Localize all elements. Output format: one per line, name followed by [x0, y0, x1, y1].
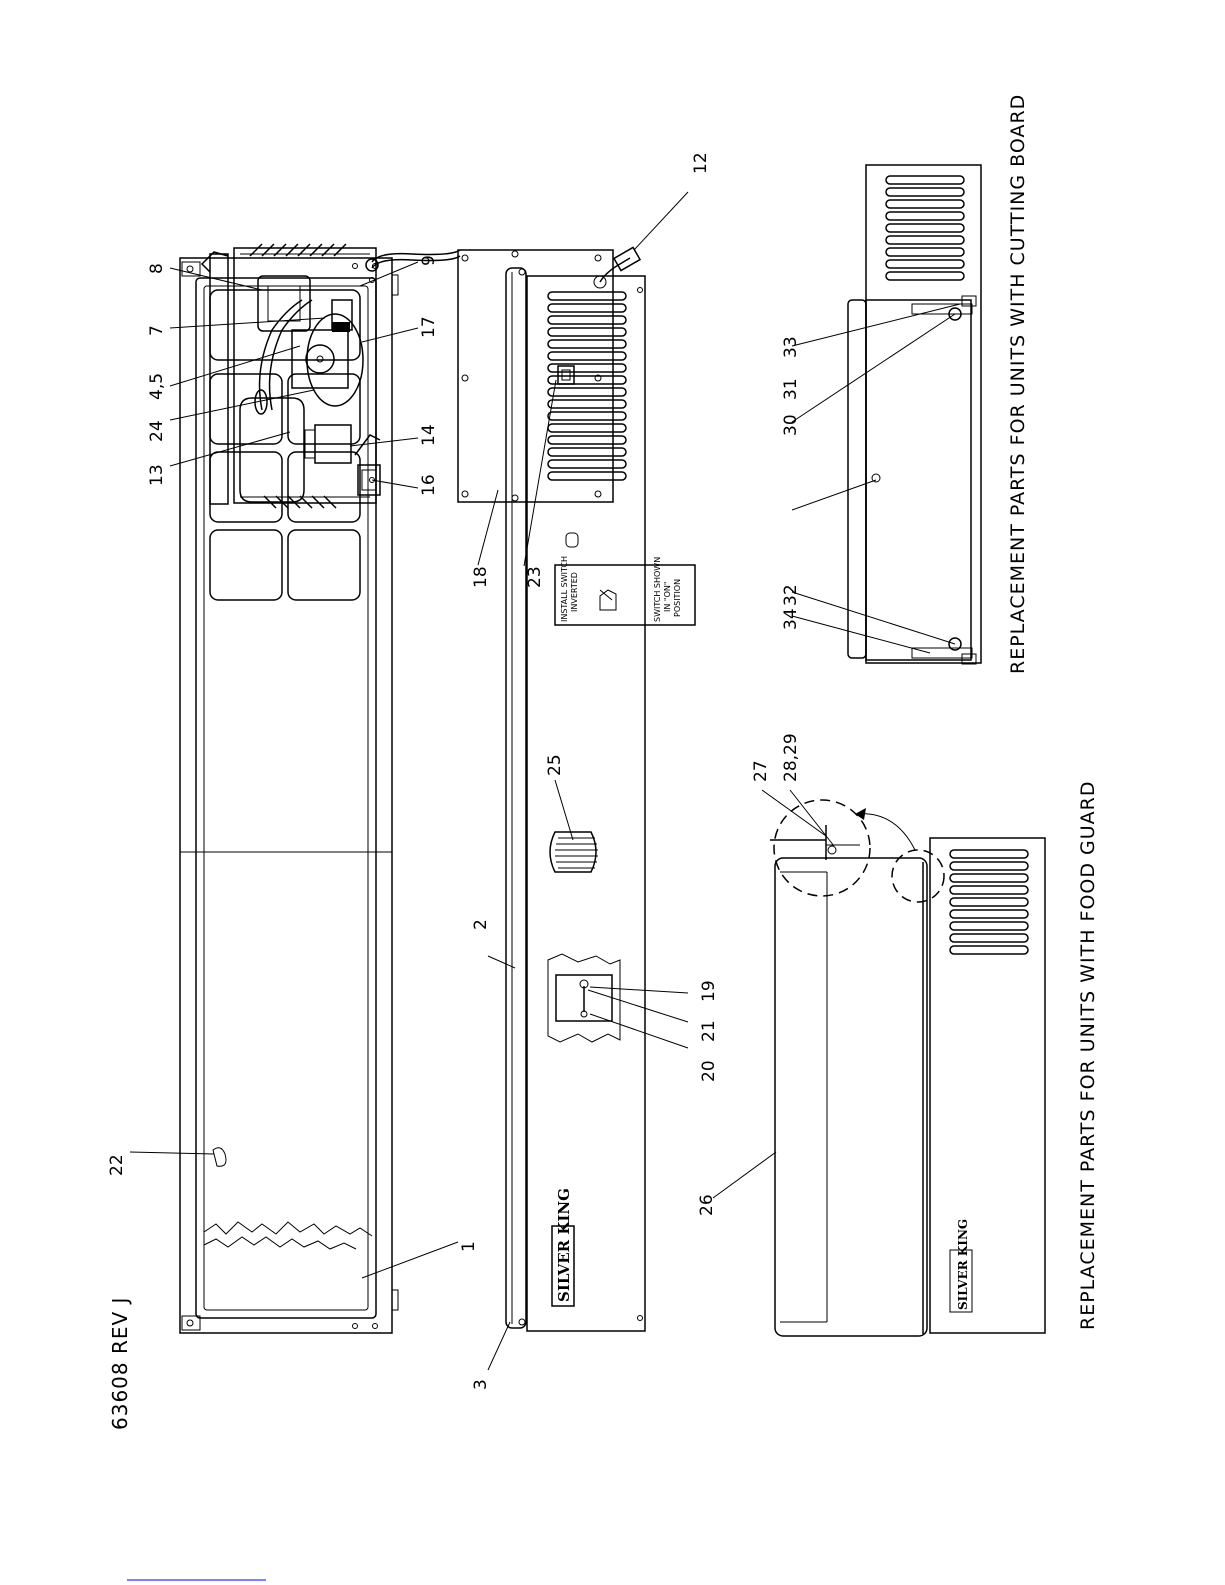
brand-logo-food-guard: SILVER KING: [956, 1219, 970, 1310]
callout-20: 20: [699, 1060, 719, 1082]
callout-30: 30: [781, 414, 801, 436]
switch-label-line3: SWITCH SHOWN: [653, 557, 662, 622]
callout-25: 25: [545, 754, 565, 776]
callout-22: 22: [107, 1154, 127, 1176]
switch-label-line1: INSTALL SWITCH: [560, 556, 569, 622]
compressor-view: [202, 244, 460, 508]
callout-27: 27: [751, 760, 771, 782]
callout-32: 32: [781, 584, 801, 606]
callout-1: 1: [459, 1241, 479, 1252]
callout-24: 24: [147, 420, 167, 442]
switch-label-line4: IN "ON": [663, 581, 672, 612]
callout-34: 34: [781, 608, 801, 630]
callout-8: 8: [147, 263, 167, 274]
leader-lines: [130, 192, 960, 1370]
front-louvers: [548, 292, 626, 480]
switch-label-line5: POSITION: [673, 579, 682, 617]
callout-33: 33: [781, 336, 801, 358]
caption-food-guard: REPLACEMENT PARTS FOR UNITS WITH FOOD GU…: [1077, 781, 1099, 1331]
callout-2: 2: [471, 919, 491, 930]
callout-9: 9: [419, 255, 439, 266]
cutting-board-louvers: [886, 176, 964, 280]
switch-label: INSTALL SWITCH INVERTED SWITCH SHOWN IN …: [555, 533, 695, 625]
access-panel: [458, 247, 640, 502]
callout-12: 12: [691, 152, 711, 174]
brand-logo-front: SILVER KING: [555, 1188, 573, 1302]
document-number: 63608 REV J: [108, 1297, 132, 1430]
callout-17: 17: [419, 316, 439, 338]
callout-18: 18: [471, 566, 491, 588]
food-guard-louvers: [950, 850, 1028, 954]
cutting-board-view: [848, 165, 981, 664]
callout-4-5: 4,5: [147, 373, 167, 400]
callout-31-visible: 31: [781, 378, 801, 400]
food-guard-view: SILVER KING: [770, 800, 1045, 1336]
callout-26: 26: [697, 1194, 717, 1216]
caption-cutting-board: REPLACEMENT PARTS FOR UNITS WITH CUTTING…: [1007, 94, 1029, 674]
switch-label-line2: INVERTED: [570, 572, 579, 612]
callout-19: 19: [699, 980, 719, 1002]
callout-3: 3: [471, 1379, 491, 1390]
callout-13: 13: [147, 464, 167, 486]
callout-23: 23: [525, 566, 545, 588]
callout-28-29: 28,29: [781, 733, 801, 782]
callout-16: 16: [419, 474, 439, 496]
front-view-unit: SILVER KING: [506, 268, 645, 1331]
callout-14: 14: [419, 424, 439, 446]
callout-21: 21: [699, 1020, 719, 1042]
callout-labels: 1 2 3 4,5 7 8 9 12 13 14 16 17 18 19 20 …: [107, 152, 801, 1390]
callout-7: 7: [147, 325, 167, 336]
top-view-pan-layout: [180, 258, 398, 1333]
